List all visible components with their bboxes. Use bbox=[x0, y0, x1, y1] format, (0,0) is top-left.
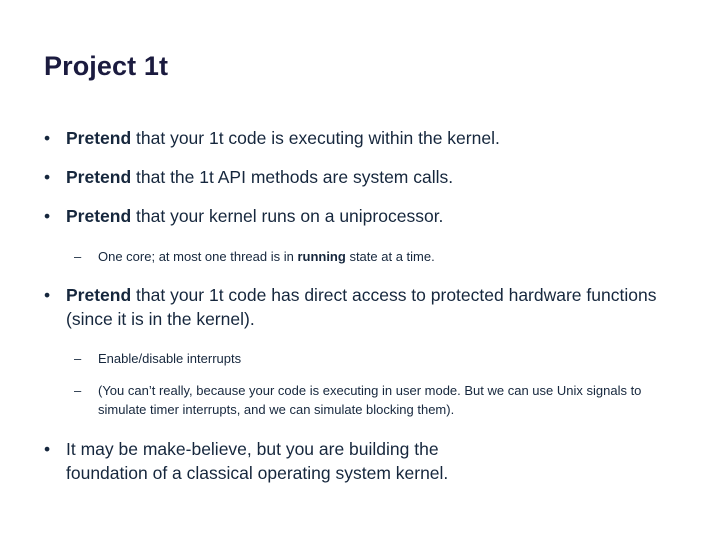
bullet-marker-icon: • bbox=[44, 167, 51, 187]
dash-marker-icon: – bbox=[74, 383, 82, 398]
list-item-text: that your 1t code has direct access to p… bbox=[66, 285, 657, 329]
list-item: • Pretend that your 1t code has direct a… bbox=[0, 283, 700, 331]
bullet-marker-icon: • bbox=[44, 206, 51, 226]
bullet-marker-icon: • bbox=[44, 128, 51, 148]
sub-list-item: – Enable/disable interrupts bbox=[0, 349, 700, 368]
sub-list-item-text: (You can’t really, because your code is … bbox=[98, 383, 642, 417]
sub-list-item: – (You can’t really, because your code i… bbox=[0, 381, 700, 419]
list-item-lead: Pretend bbox=[66, 167, 132, 187]
sub-list-item: – One core; at most one thread is in run… bbox=[0, 247, 700, 266]
dash-marker-icon: – bbox=[74, 351, 82, 366]
list-item: • Pretend that your kernel runs on a uni… bbox=[0, 204, 700, 228]
list-item-lead: Pretend bbox=[66, 206, 132, 226]
sub-list-item-emphasis: running bbox=[297, 249, 346, 264]
list-item: • Pretend that your 1t code is executing… bbox=[0, 126, 700, 150]
sub-list-item-text: One core; at most one thread is in bbox=[98, 249, 298, 264]
list-item-text: that your kernel runs on a uniprocessor. bbox=[131, 206, 444, 226]
dash-marker-icon: – bbox=[74, 249, 82, 264]
page-title: Project 1t bbox=[44, 51, 169, 81]
sub-list-item-text-tail: state at a time. bbox=[345, 249, 435, 264]
list-item-text: that your 1t code is executing within th… bbox=[131, 128, 500, 148]
sub-list-item-text: Enable/disable interrupts bbox=[98, 351, 242, 366]
list-item-lead: Pretend bbox=[66, 285, 132, 305]
list-item: • It may be make-believe, but you are bu… bbox=[0, 437, 700, 485]
list-item-text: It may be make-believe, but you are buil… bbox=[66, 439, 449, 483]
bullet-list: • Pretend that your 1t code is executing… bbox=[0, 126, 700, 500]
bullet-marker-icon: • bbox=[44, 285, 51, 305]
list-item-lead: Pretend bbox=[66, 128, 132, 148]
bullet-marker-icon: • bbox=[44, 439, 51, 459]
list-item: • Pretend that the 1t API methods are sy… bbox=[0, 165, 700, 189]
list-item-text: that the 1t API methods are system calls… bbox=[131, 167, 454, 187]
